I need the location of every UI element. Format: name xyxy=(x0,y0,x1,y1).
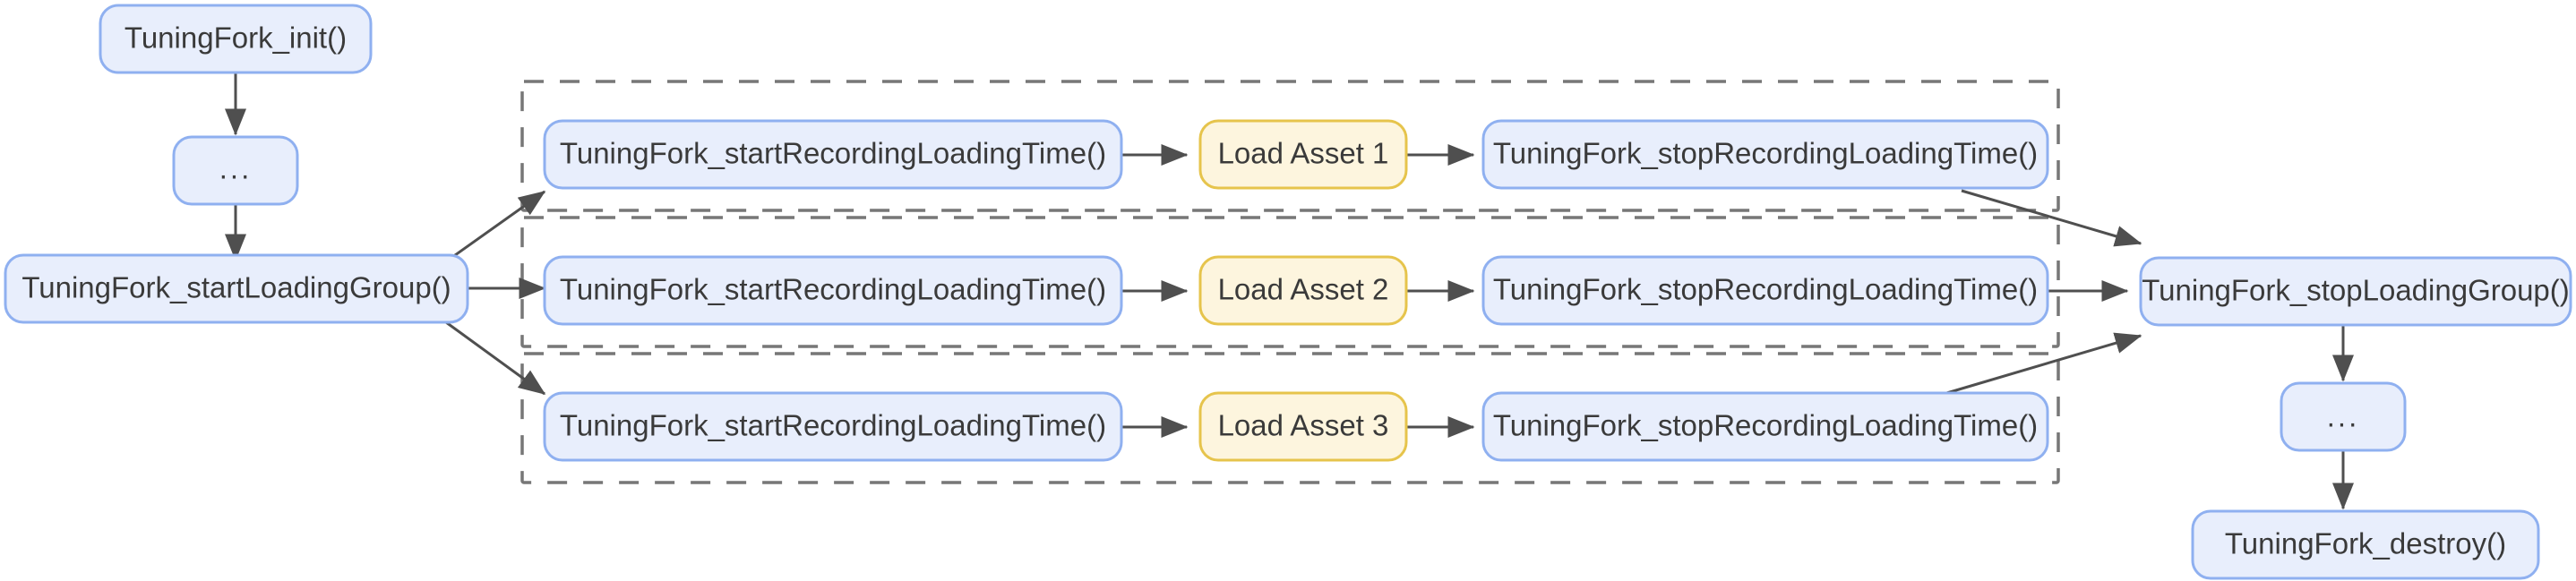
node-ellipsis-top-label: ... xyxy=(219,152,253,185)
node-row1-stop-recording[interactable]: TuningFork_stopRecordingLoadingTime() xyxy=(1481,119,2049,190)
node-tuningfork-destroy[interactable]: TuningFork_destroy() xyxy=(2191,509,2540,580)
node-row2-load-asset[interactable]: Load Asset 2 xyxy=(1198,255,1408,326)
node-row1-stop-recording-label: TuningFork_stopRecordingLoadingTime() xyxy=(1493,137,2038,170)
node-ellipsis-top[interactable]: ... xyxy=(172,135,299,206)
node-start-loading-group[interactable]: TuningFork_startLoadingGroup() xyxy=(4,253,469,324)
node-row3-load-asset-label: Load Asset 3 xyxy=(1218,409,1389,442)
edge-row1-stop-to-stop-group xyxy=(1961,189,2142,247)
asset-group-1-box xyxy=(520,80,2060,212)
node-row1-start-recording-label: TuningFork_startRecordingLoadingTime() xyxy=(560,137,1106,170)
edge-start-group-to-row3 xyxy=(435,313,546,396)
node-row1-load-asset-label: Load Asset 1 xyxy=(1218,137,1389,170)
node-stop-loading-group[interactable]: TuningFork_stopLoadingGroup() xyxy=(2139,256,2572,327)
node-ellipsis-bottom-label: ... xyxy=(2327,400,2360,433)
node-row2-start-recording[interactable]: TuningFork_startRecordingLoadingTime() xyxy=(543,255,1123,326)
node-row3-stop-recording[interactable]: TuningFork_stopRecordingLoadingTime() xyxy=(1481,391,2049,462)
node-row2-start-recording-label: TuningFork_startRecordingLoadingTime() xyxy=(560,273,1106,306)
node-start-loading-group-label: TuningFork_startLoadingGroup() xyxy=(21,271,451,304)
node-row3-load-asset[interactable]: Load Asset 3 xyxy=(1198,391,1408,462)
edge-row3-stop-to-stop-group xyxy=(1934,332,2142,398)
node-row3-stop-recording-label: TuningFork_stopRecordingLoadingTime() xyxy=(1493,409,2038,442)
node-row3-start-recording[interactable]: TuningFork_startRecordingLoadingTime() xyxy=(543,391,1123,462)
node-row2-stop-recording-label: TuningFork_stopRecordingLoadingTime() xyxy=(1493,273,2038,306)
node-row1-load-asset[interactable]: Load Asset 1 xyxy=(1198,119,1408,190)
node-row2-load-asset-label: Load Asset 2 xyxy=(1218,273,1389,306)
node-ellipsis-bottom[interactable]: ... xyxy=(2280,381,2407,452)
node-row2-stop-recording[interactable]: TuningFork_stopRecordingLoadingTime() xyxy=(1481,255,2049,326)
node-row3-start-recording-label: TuningFork_startRecordingLoadingTime() xyxy=(560,409,1106,442)
node-tuningfork-destroy-label: TuningFork_destroy() xyxy=(2225,527,2506,560)
node-tuningfork-init-label: TuningFork_init() xyxy=(125,21,347,55)
node-tuningfork-init[interactable]: TuningFork_init() xyxy=(99,4,373,74)
node-row1-start-recording[interactable]: TuningFork_startRecordingLoadingTime() xyxy=(543,119,1123,190)
asset-group-3-box xyxy=(520,352,2060,484)
node-stop-loading-group-label: TuningFork_stopLoadingGroup() xyxy=(2142,274,2570,307)
